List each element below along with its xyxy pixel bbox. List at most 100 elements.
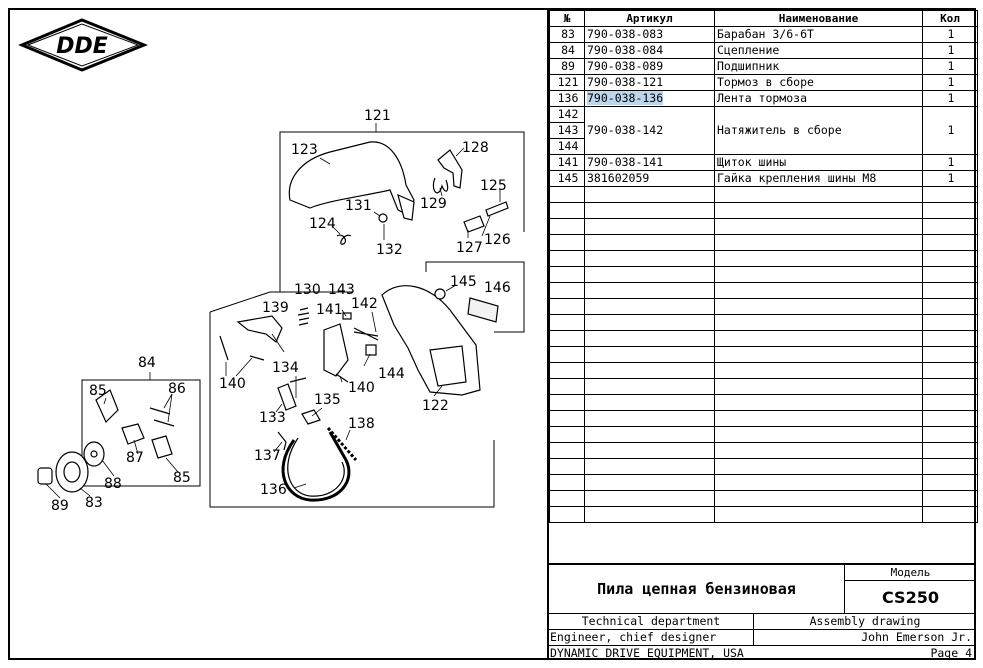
table-row: 144 — [549, 138, 978, 155]
cell-name — [714, 410, 923, 427]
callout-132: 132 — [376, 242, 403, 258]
cell-name — [714, 506, 923, 523]
cell-name-text: Барабан 3/6-6T — [717, 27, 814, 41]
cell-article — [584, 394, 715, 411]
cell-qty — [922, 442, 978, 459]
cell-article — [584, 250, 715, 267]
table-row — [549, 410, 978, 427]
cell-num — [549, 218, 585, 235]
cell-num-text: 136 — [557, 91, 579, 105]
cell-name — [714, 250, 923, 267]
cell-article-text: 790-038-089 — [587, 59, 664, 73]
callout-129: 129 — [420, 196, 447, 212]
cell-article-text: 790-038-142 — [587, 123, 664, 137]
cell-qty — [922, 410, 978, 427]
cell-article — [584, 106, 715, 123]
cell-name: Тормоз в сборе — [714, 74, 923, 91]
callout-141: 141 — [316, 302, 343, 318]
cell-num-text: 84 — [561, 43, 575, 57]
callout-135: 135 — [314, 392, 341, 408]
cell-qty-text: 1 — [947, 43, 955, 57]
cell-qty — [922, 186, 978, 203]
cell-name — [714, 442, 923, 459]
cell-name — [714, 298, 923, 315]
cell-qty — [922, 314, 978, 331]
table-row — [549, 298, 978, 315]
callouts: 121 123 128 125 131 129 124 132 127 126 … — [51, 108, 511, 514]
cell-num — [549, 266, 585, 283]
cell-qty — [922, 490, 978, 507]
cell-name — [714, 202, 923, 219]
cell-num — [549, 330, 585, 347]
cell-article — [584, 234, 715, 251]
page-number: Page 4 — [839, 645, 976, 661]
cell-qty — [922, 282, 978, 299]
cell-name-text: Сцепление — [717, 43, 780, 57]
cell-qty — [922, 266, 978, 283]
table-row — [549, 474, 978, 491]
company: DYNAMIC DRIVE EQUIPMENT, USA — [549, 645, 839, 661]
cell-name: Щиток шины — [714, 154, 923, 171]
cell-article — [584, 378, 715, 395]
callout-83: 83 — [85, 495, 103, 511]
cell-article — [584, 314, 715, 331]
cell-qty — [922, 426, 978, 443]
cell-qty — [922, 202, 978, 219]
cell-article — [584, 186, 715, 203]
callout-144: 144 — [378, 366, 405, 382]
table-row — [549, 266, 978, 283]
cell-qty: 1 — [922, 90, 978, 107]
callout-136: 136 — [260, 482, 287, 498]
table-row — [549, 234, 978, 251]
callout-130: 130 — [294, 282, 321, 298]
product-title: Пила цепная бензиновая — [549, 565, 845, 613]
cell-name: Гайка крепления шины М8 — [714, 170, 923, 187]
cell-qty — [922, 378, 978, 395]
cell-article: 790-038-121 — [584, 74, 715, 91]
cell-num — [549, 394, 585, 411]
cell-qty — [922, 346, 978, 363]
callout-86: 86 — [168, 381, 186, 397]
table-row — [549, 378, 978, 395]
cell-qty-text: 1 — [947, 27, 955, 41]
callout-123: 123 — [291, 142, 318, 158]
table-row — [549, 218, 978, 235]
cell-qty — [922, 506, 978, 523]
callout-145: 145 — [450, 274, 477, 290]
col-num-header: № — [549, 10, 585, 27]
cell-name — [714, 394, 923, 411]
callout-126: 126 — [484, 232, 511, 248]
cell-name-text: Подшипник — [717, 59, 780, 73]
table-row: 142 — [549, 106, 978, 123]
cell-article — [584, 506, 715, 523]
callout-127: 127 — [456, 240, 483, 256]
cell-name: Подшипник — [714, 58, 923, 75]
cell-article — [584, 266, 715, 283]
cell-qty-text: 1 — [947, 123, 955, 137]
cell-name — [714, 362, 923, 379]
group-frames — [81, 131, 525, 508]
leader-lines — [45, 123, 501, 499]
cell-num — [549, 458, 585, 475]
cell-qty-text: 1 — [947, 91, 955, 105]
cell-qty — [922, 458, 978, 475]
table-row — [549, 442, 978, 459]
cell-num-text: 121 — [557, 75, 579, 89]
cell-qty — [922, 250, 978, 267]
model-value: CS250 — [882, 587, 939, 607]
cell-name — [714, 186, 923, 203]
callout-140b: 140 — [348, 380, 375, 396]
cell-name — [714, 474, 923, 491]
callout-133: 133 — [259, 410, 286, 426]
cell-name — [714, 490, 923, 507]
table-row — [549, 362, 978, 379]
cell-num: 143 — [549, 122, 585, 139]
cell-num: 136 — [549, 90, 585, 107]
cell-qty-text: 1 — [947, 155, 955, 169]
cell-num-text: 83 — [561, 27, 575, 41]
